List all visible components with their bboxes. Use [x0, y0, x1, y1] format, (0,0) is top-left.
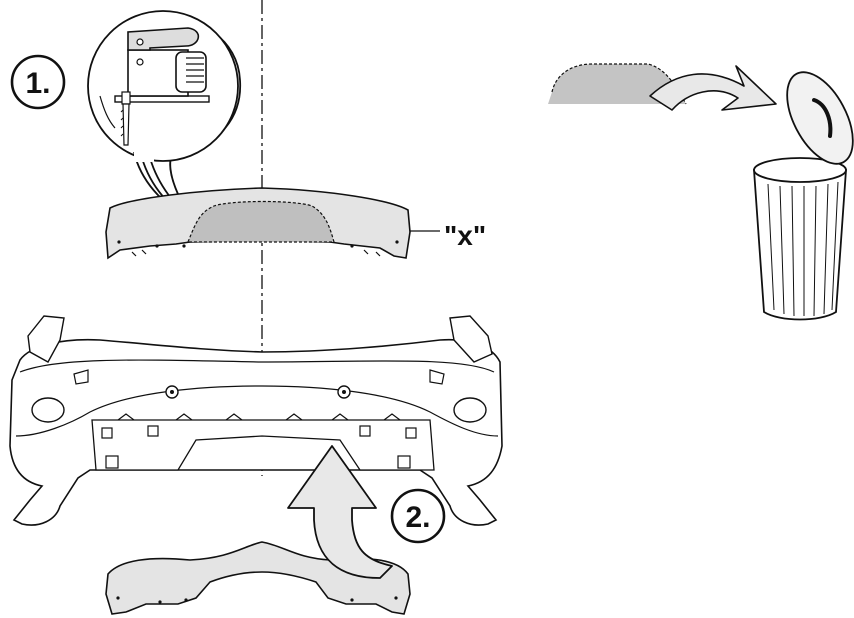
- cut-section: [187, 200, 335, 243]
- install-arrow: [287, 445, 393, 579]
- arrow-to-bin: [649, 65, 777, 111]
- step-2-label: 2.: [405, 501, 430, 534]
- jigsaw-icon: [99, 27, 210, 146]
- step-1-badge: 1.: [10, 54, 66, 110]
- part-x-label: "x": [444, 220, 486, 251]
- trash-can-icon: [753, 71, 854, 321]
- step-1-label: 1.: [25, 67, 50, 100]
- step-2-badge: 2.: [390, 488, 446, 544]
- rear-bumper: [9, 315, 503, 526]
- bumper-cover-part: [105, 187, 411, 260]
- part-marker: "x": [410, 220, 486, 251]
